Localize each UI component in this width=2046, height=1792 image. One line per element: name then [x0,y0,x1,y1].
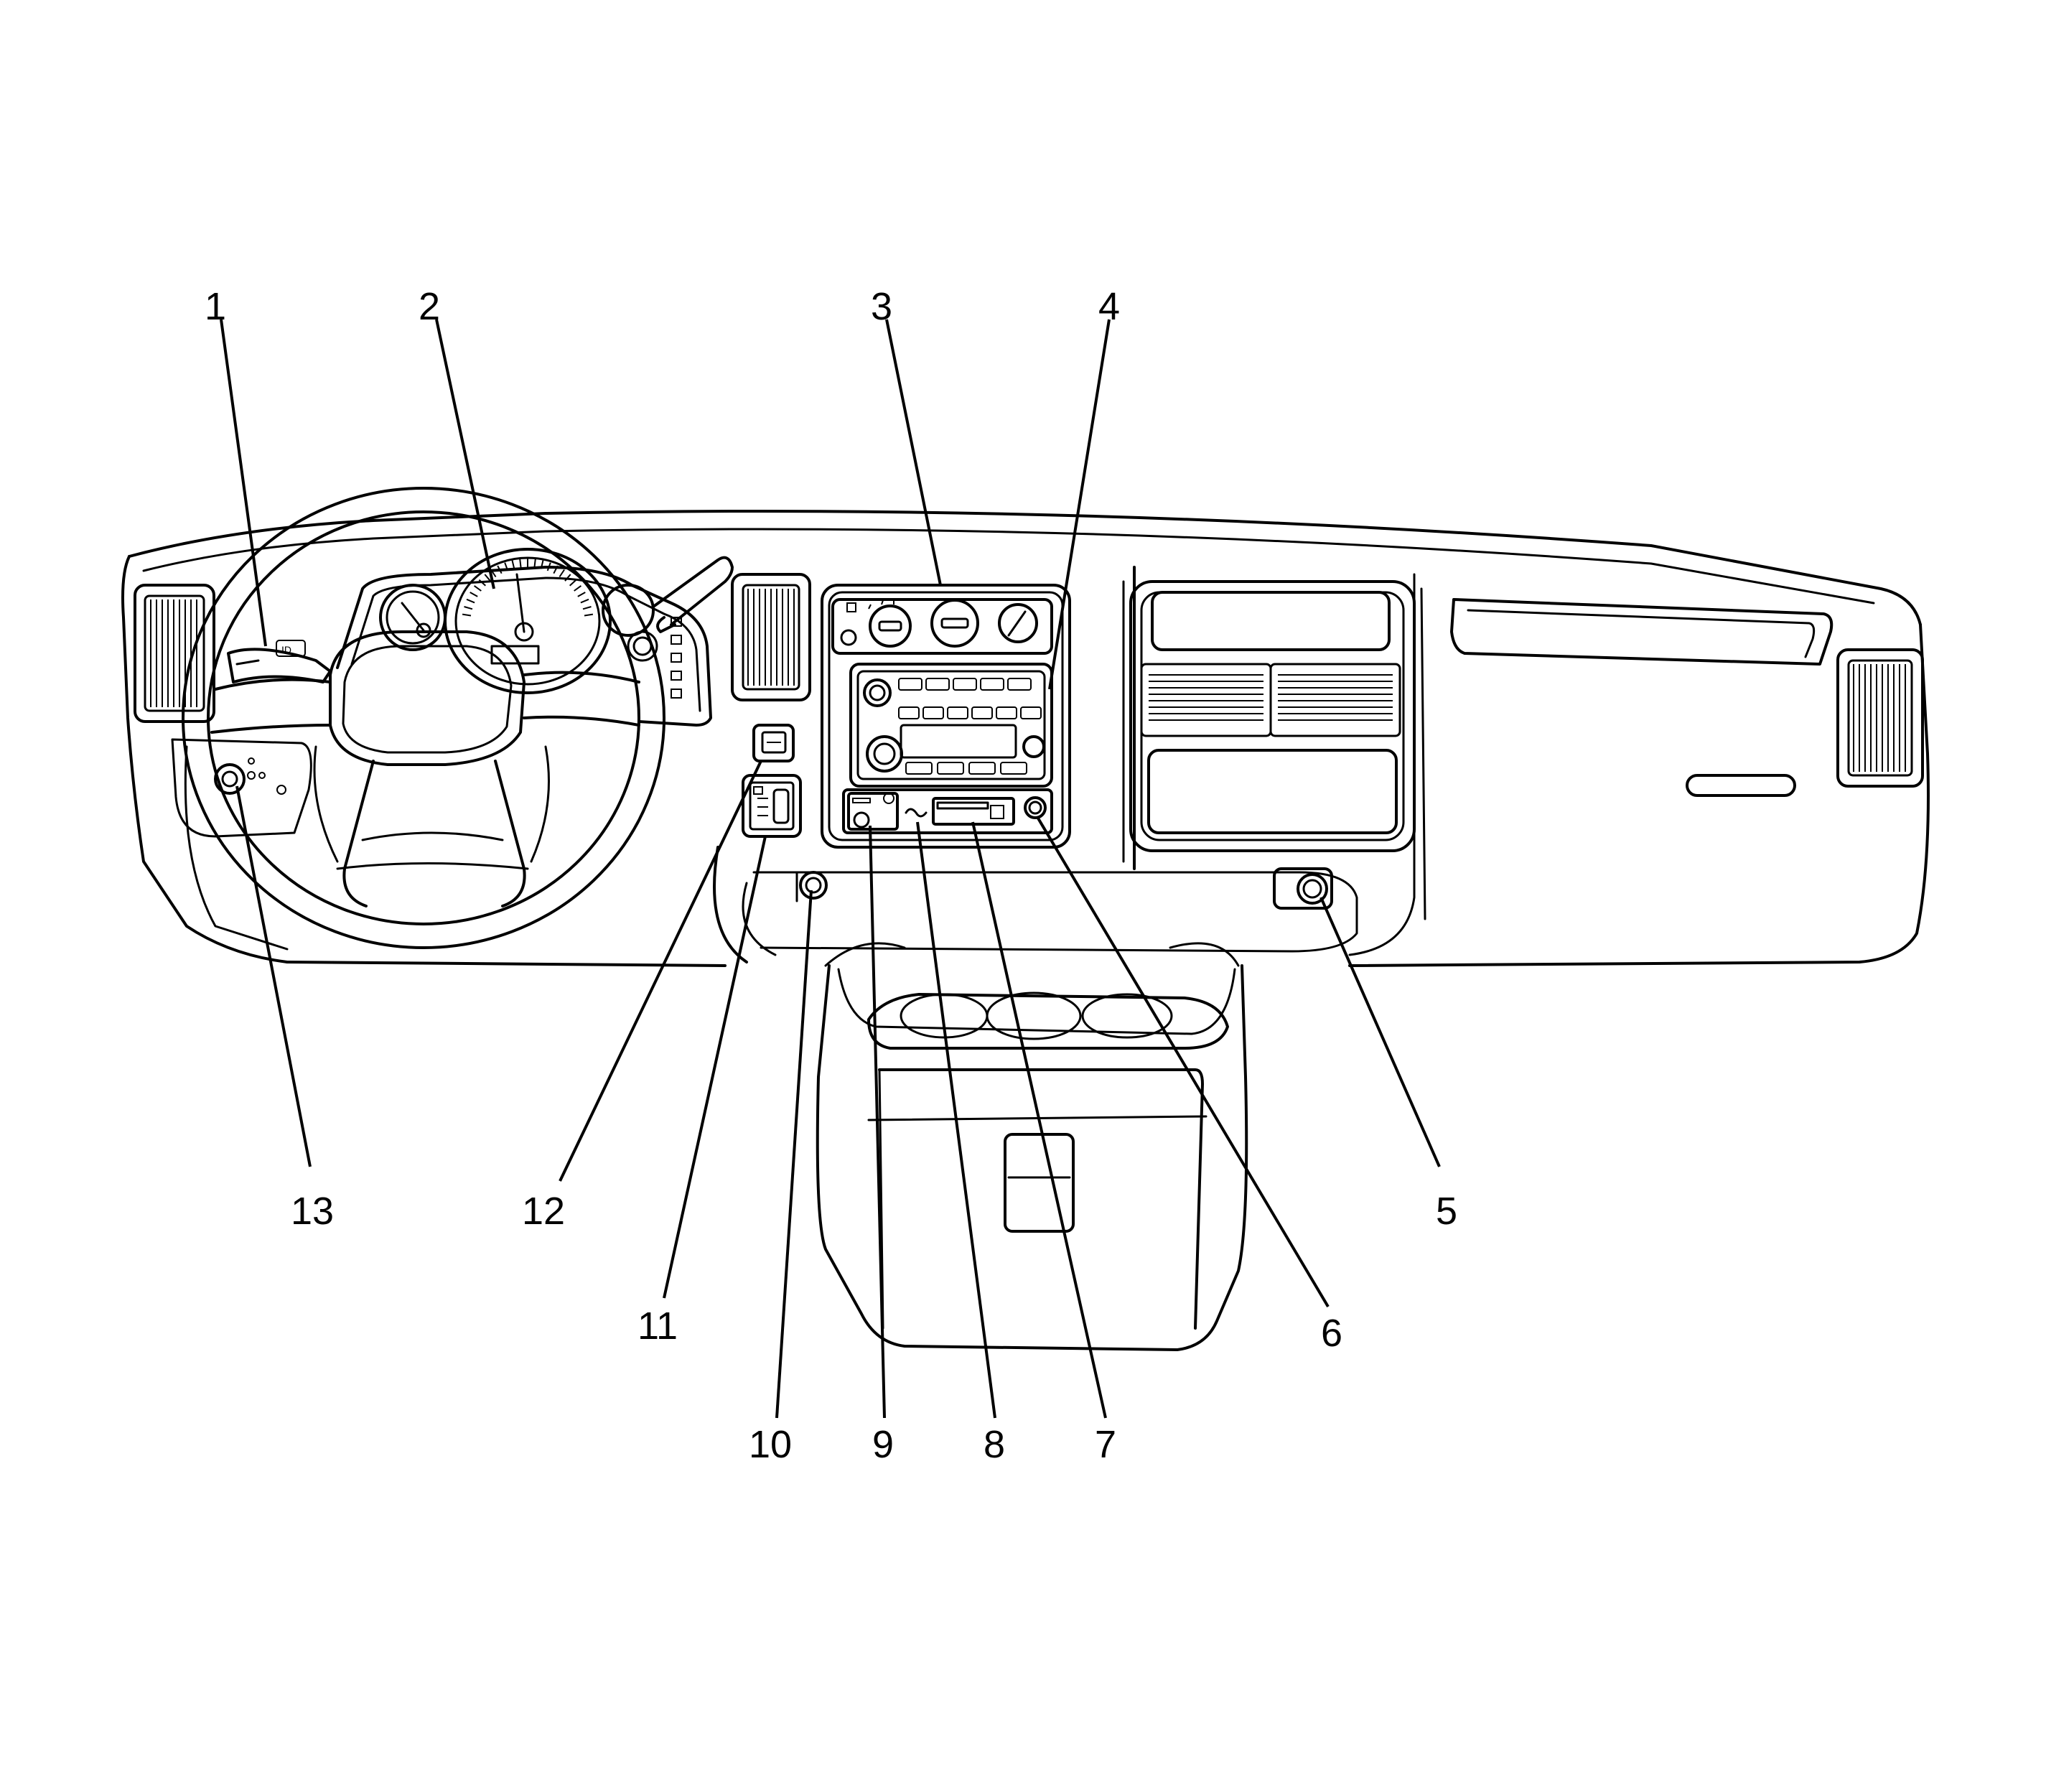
callout-10: 10 [749,1423,792,1466]
center-stack-bezel [821,584,1071,849]
leader-4 [1048,319,1111,690]
callout-12: 12 [522,1190,565,1233]
leader-11 [663,836,767,1299]
leader-13 [235,785,312,1167]
left-outer-air-vent [134,584,215,723]
switch-11 [742,774,802,838]
callout-labels: 1 2 3 4 5 6 7 8 9 10 11 12 13 [205,285,1457,1466]
callout-6: 6 [1321,1312,1342,1355]
center-left-air-vent [731,573,811,701]
svg-text:ID: ID [281,644,291,655]
callout-3: 3 [871,285,892,328]
turn-signal-lever: ID [227,640,332,683]
callout-8: 8 [984,1423,1005,1466]
instrument-panel-outline [121,510,1930,967]
lower-switch-bank [842,788,1053,834]
power-outlet-5 [1273,867,1333,910]
callout-9: 9 [872,1423,894,1466]
hvac-control-head [831,598,1053,655]
leader-10 [775,890,813,1419]
glove-box [1450,598,1834,797]
leader-2 [435,319,495,589]
right-outer-air-vent [1836,648,1924,788]
leader-6 [1036,816,1330,1308]
transmission-shift-lever [652,556,734,633]
instrument-cluster [336,548,712,727]
leader-1 [220,319,267,647]
callout-13: 13 [291,1190,334,1233]
leader-lines [220,319,1441,1419]
radio [849,663,1053,788]
callout-2: 2 [419,285,440,328]
leader-9 [869,825,886,1419]
switch-12 [752,724,795,762]
leader-3 [885,319,942,586]
left-knee-panel [171,738,312,838]
callout-5: 5 [1436,1190,1457,1233]
leader-5 [1319,897,1441,1167]
power-outlet-10 [795,871,828,902]
right-center-vent-module [1129,580,1416,852]
headlamp-switch [214,757,266,795]
callout-11: 11 [637,1305,678,1348]
callout-1: 1 [205,285,226,328]
steering-wheel [182,487,665,949]
leader-8 [916,821,996,1419]
leader-12 [559,760,762,1182]
callout-7: 7 [1095,1423,1116,1466]
leader-7 [971,821,1107,1419]
callout-4: 4 [1098,285,1120,328]
